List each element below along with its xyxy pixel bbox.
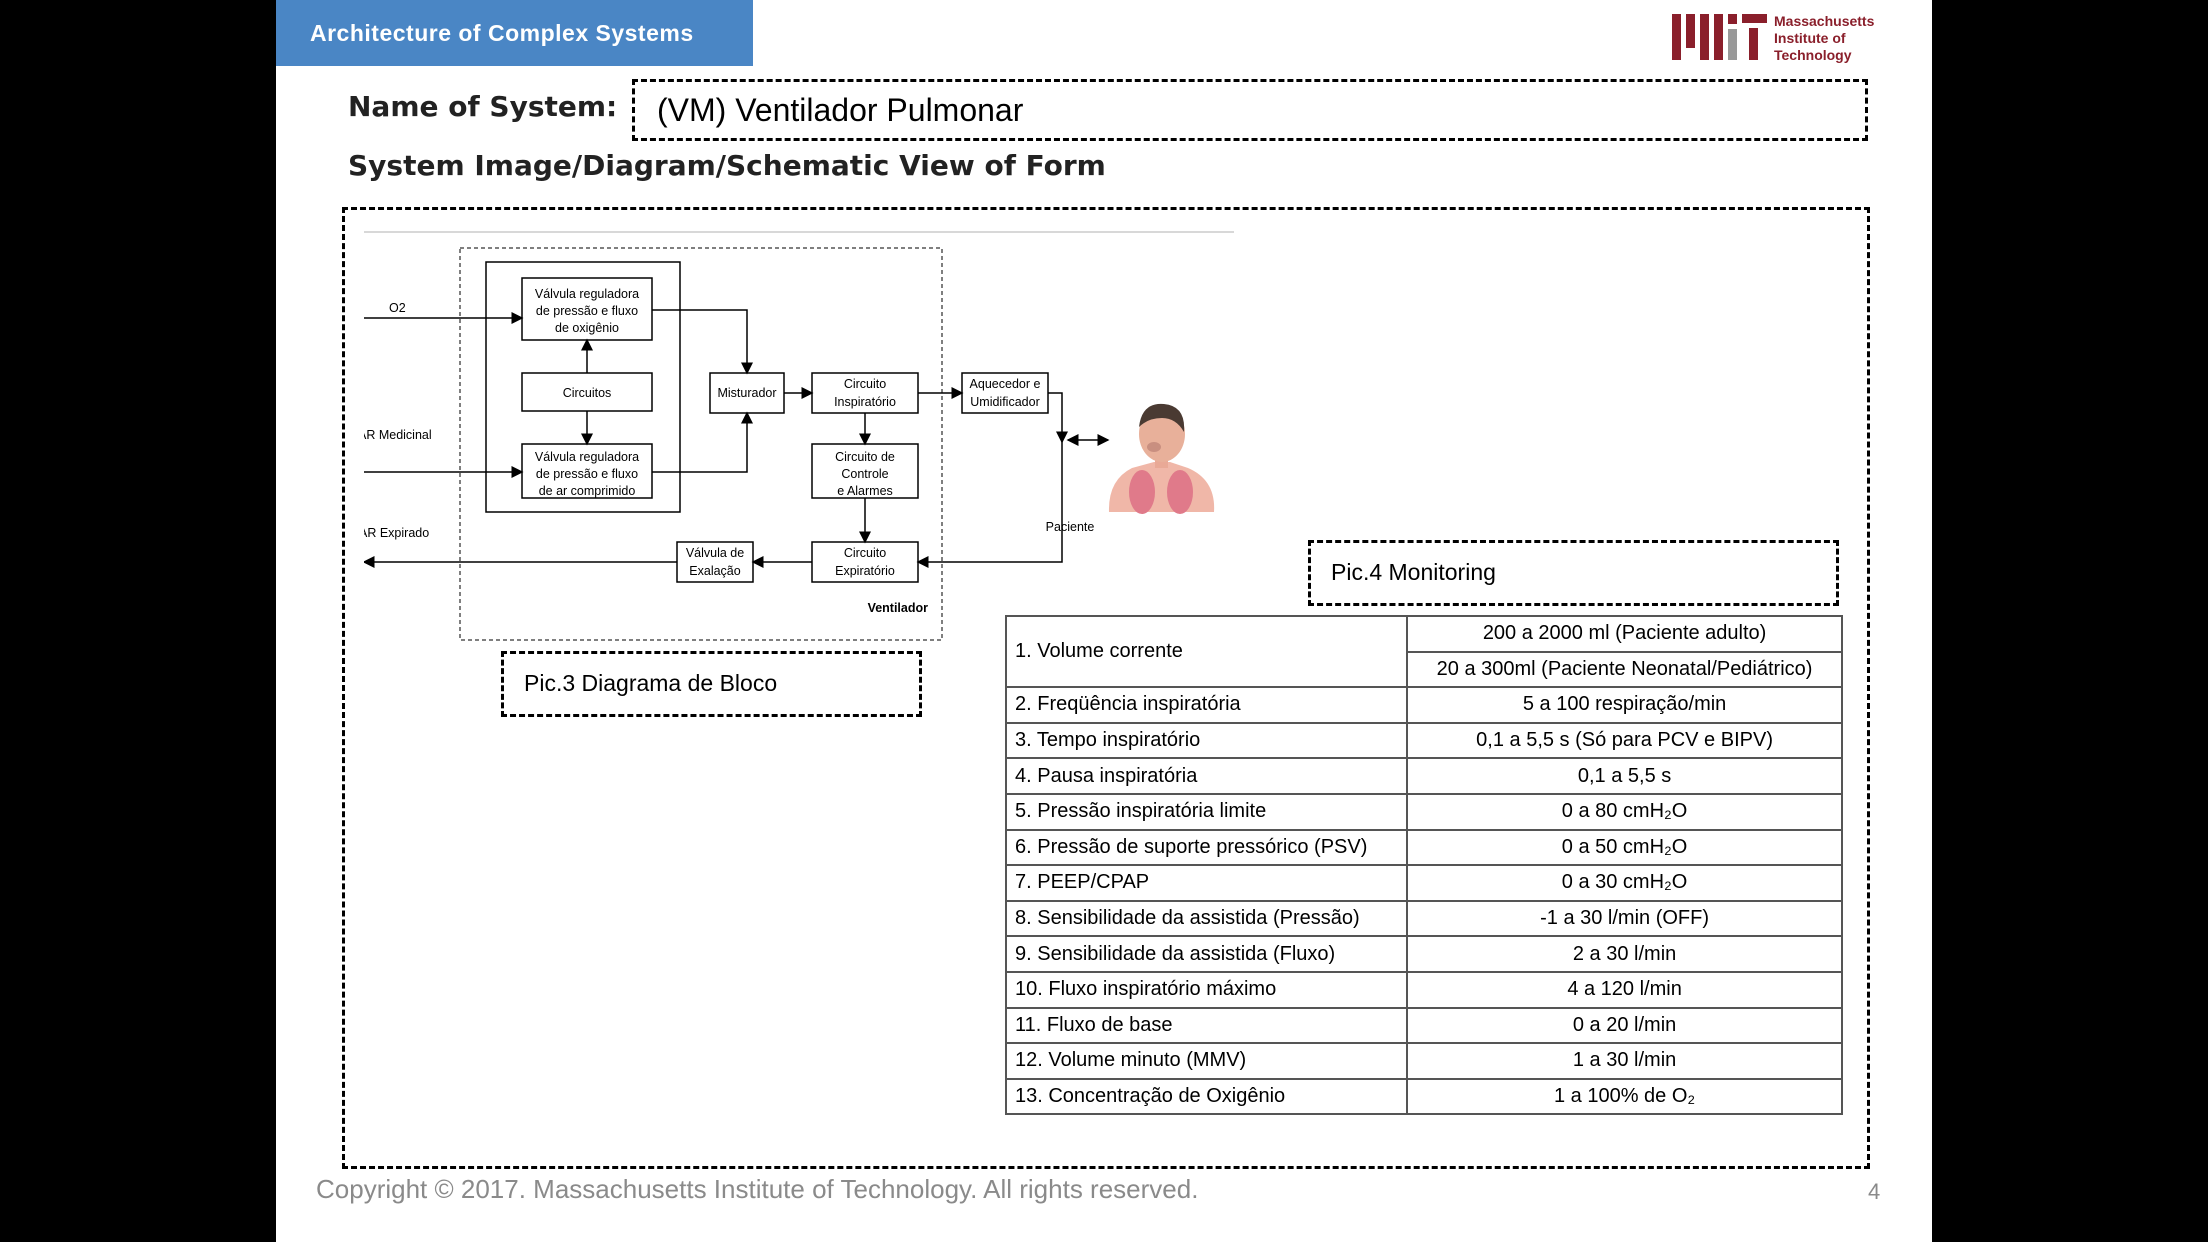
valve-group-box bbox=[485, 261, 681, 513]
course-title: Architecture of Complex Systems bbox=[276, 0, 753, 66]
valve-o2-line1: Válvula reguladora bbox=[535, 287, 639, 301]
param-cell: 12. Volume minuto (MMV) bbox=[1004, 1042, 1409, 1080]
patient-figure bbox=[1108, 403, 1215, 514]
param-cell: 2. Freqüência inspiratória bbox=[1004, 686, 1409, 724]
valve-o2-line2: de pressão e fluxo bbox=[536, 304, 638, 318]
valve-exhal-line1: Válvula de bbox=[686, 546, 744, 560]
paciente-label: Paciente bbox=[1046, 520, 1095, 534]
valve-o2-block: Válvula reguladora de pressão e fluxo de… bbox=[521, 277, 653, 341]
controle-line2: Controle bbox=[841, 467, 888, 481]
mit-wordmark: Massachusetts Institute of Technology bbox=[1774, 13, 1874, 64]
value-cell: 200 a 2000 ml (Paciente adulto) bbox=[1406, 615, 1843, 653]
monitoring-table: 1. Volume corrente 200 a 2000 ml (Pacien… bbox=[1004, 614, 1843, 1116]
circ-exp-block: Circuito Expiratório bbox=[811, 541, 919, 583]
circuitos-block: Circuitos bbox=[521, 372, 653, 412]
value-cell: 1 a 100% de O₂ bbox=[1406, 1077, 1843, 1116]
value-cell: 0,1 a 5,5 s bbox=[1406, 757, 1843, 795]
param-cell: 11. Fluxo de base bbox=[1004, 1006, 1409, 1045]
table-row: 1. Volume corrente 200 a 2000 ml (Pacien… bbox=[1004, 614, 1843, 689]
flow-arrows bbox=[364, 309, 1110, 568]
form-view-frame bbox=[342, 207, 1870, 1169]
value-cell: 0 a 80 cmH₂O bbox=[1406, 792, 1843, 831]
aquecedor-line2: Umidificador bbox=[970, 395, 1039, 409]
param-cell: 13. Concentração de Oxigênio bbox=[1004, 1077, 1409, 1116]
system-image-label: System Image/Diagram/Schematic View of F… bbox=[348, 149, 1106, 182]
param-cell: 8. Sensibilidade da assistida (Pressão) bbox=[1004, 899, 1409, 938]
pic3-caption: Pic.3 Diagrama de Bloco bbox=[501, 651, 922, 717]
block-diagram: Válvula reguladora de pressão e fluxo de… bbox=[364, 231, 1234, 641]
ventilador-label: Ventilador bbox=[868, 601, 929, 615]
param-cell: 9. Sensibilidade da assistida (Fluxo) bbox=[1004, 935, 1409, 973]
circ-exp-line1: Circuito bbox=[844, 546, 886, 560]
mit-logo bbox=[1672, 14, 1767, 60]
ar-medicinal-label: AR Medicinal bbox=[364, 428, 432, 442]
value-cell: 1 a 30 l/min bbox=[1406, 1042, 1843, 1080]
param-cell: 1. Volume corrente bbox=[1004, 614, 1409, 689]
value-cell: 2 a 30 l/min bbox=[1406, 935, 1843, 973]
system-name-box: (VM) Ventilador Pulmonar bbox=[632, 79, 1868, 141]
param-cell: 4. Pausa inspiratória bbox=[1004, 757, 1409, 795]
pic4-caption: Pic.4 Monitoring bbox=[1308, 540, 1839, 606]
circ-exp-line2: Expiratório bbox=[835, 564, 895, 578]
param-cell: 6. Pressão de suporte pressórico (PSV) bbox=[1004, 828, 1409, 867]
table-row: 20 a 300ml (Paciente Neonatal/Pediátrico… bbox=[1006, 650, 1843, 689]
aquecedor-block: Aquecedor e Umidificador bbox=[961, 372, 1049, 414]
mit-line-1: Massachusetts bbox=[1774, 13, 1875, 29]
slide: Architecture of Complex Systems Massachu… bbox=[276, 0, 1932, 1242]
valve-exhal-block: Válvula de Exalação bbox=[676, 541, 754, 583]
circ-insp-line1: Circuito bbox=[844, 377, 886, 391]
controle-line3: e Alarmes bbox=[837, 484, 893, 498]
copyright-footer: Copyright © 2017. Massachusetts Institut… bbox=[316, 1174, 1199, 1204]
value-cell: 0 a 50 cmH₂O bbox=[1406, 828, 1843, 867]
aquecedor-line1: Aquecedor e bbox=[970, 377, 1041, 391]
misturador-block: Misturador bbox=[709, 372, 785, 414]
value-cell: 20 a 300ml (Paciente Neonatal/Pediátrico… bbox=[1406, 650, 1843, 689]
table-row: 8. Sensibilidade da assistida (Pressão)-… bbox=[1004, 899, 1843, 938]
ventilator-boundary bbox=[459, 247, 943, 641]
param-cell: 10. Fluxo inspiratório máximo bbox=[1004, 970, 1409, 1009]
valve-air-line1: Válvula reguladora bbox=[535, 450, 639, 464]
valve-air-block: Válvula reguladora de pressão e fluxo de… bbox=[521, 443, 653, 499]
valve-air-line3: de ar comprimido bbox=[539, 484, 636, 498]
mit-line-2: Institute of bbox=[1774, 30, 1846, 46]
circuitos-label: Circuitos bbox=[563, 386, 612, 400]
controle-line1: Circuito de bbox=[835, 450, 895, 464]
table-row: 9. Sensibilidade da assistida (Fluxo)2 a… bbox=[1004, 935, 1843, 973]
value-cell: 0 a 30 cmH₂O bbox=[1406, 864, 1843, 902]
circ-insp-block: Circuito Inspiratório bbox=[811, 372, 919, 414]
valve-o2-line3: de oxigênio bbox=[555, 321, 619, 335]
value-cell: 0,1 a 5,5 s (Só para PCV e BIPV) bbox=[1406, 721, 1843, 760]
value-cell: 5 a 100 respiração/min bbox=[1406, 686, 1843, 724]
circ-insp-line2: Inspiratório bbox=[834, 395, 896, 409]
value-cell: 0 a 20 l/min bbox=[1406, 1006, 1843, 1045]
table-row: 6. Pressão de suporte pressórico (PSV)0 … bbox=[1004, 828, 1843, 867]
value-cell: -1 a 30 l/min (OFF) bbox=[1406, 899, 1843, 938]
o2-input-label: O2 bbox=[389, 301, 406, 315]
controle-block: Circuito de Controle e Alarmes bbox=[811, 443, 919, 499]
valve-air-line2: de pressão e fluxo bbox=[536, 467, 638, 481]
ar-expirado-label: AR Expirado bbox=[364, 526, 429, 540]
table-row: 12. Volume minuto (MMV)1 a 30 l/min bbox=[1004, 1042, 1843, 1080]
param-cell: 3. Tempo inspiratório bbox=[1004, 721, 1409, 760]
param-cell: 5. Pressão inspiratória limite bbox=[1004, 792, 1409, 831]
value-cell: 4 a 120 l/min bbox=[1406, 970, 1843, 1009]
mit-line-3: Technology bbox=[1774, 47, 1852, 63]
name-of-system-label: Name of System: bbox=[348, 90, 618, 123]
valve-exhal-line2: Exalação bbox=[689, 564, 740, 578]
page-number: 4 bbox=[1868, 1179, 1881, 1204]
param-cell: 7. PEEP/CPAP bbox=[1004, 864, 1409, 902]
misturador-label: Misturador bbox=[717, 386, 776, 400]
